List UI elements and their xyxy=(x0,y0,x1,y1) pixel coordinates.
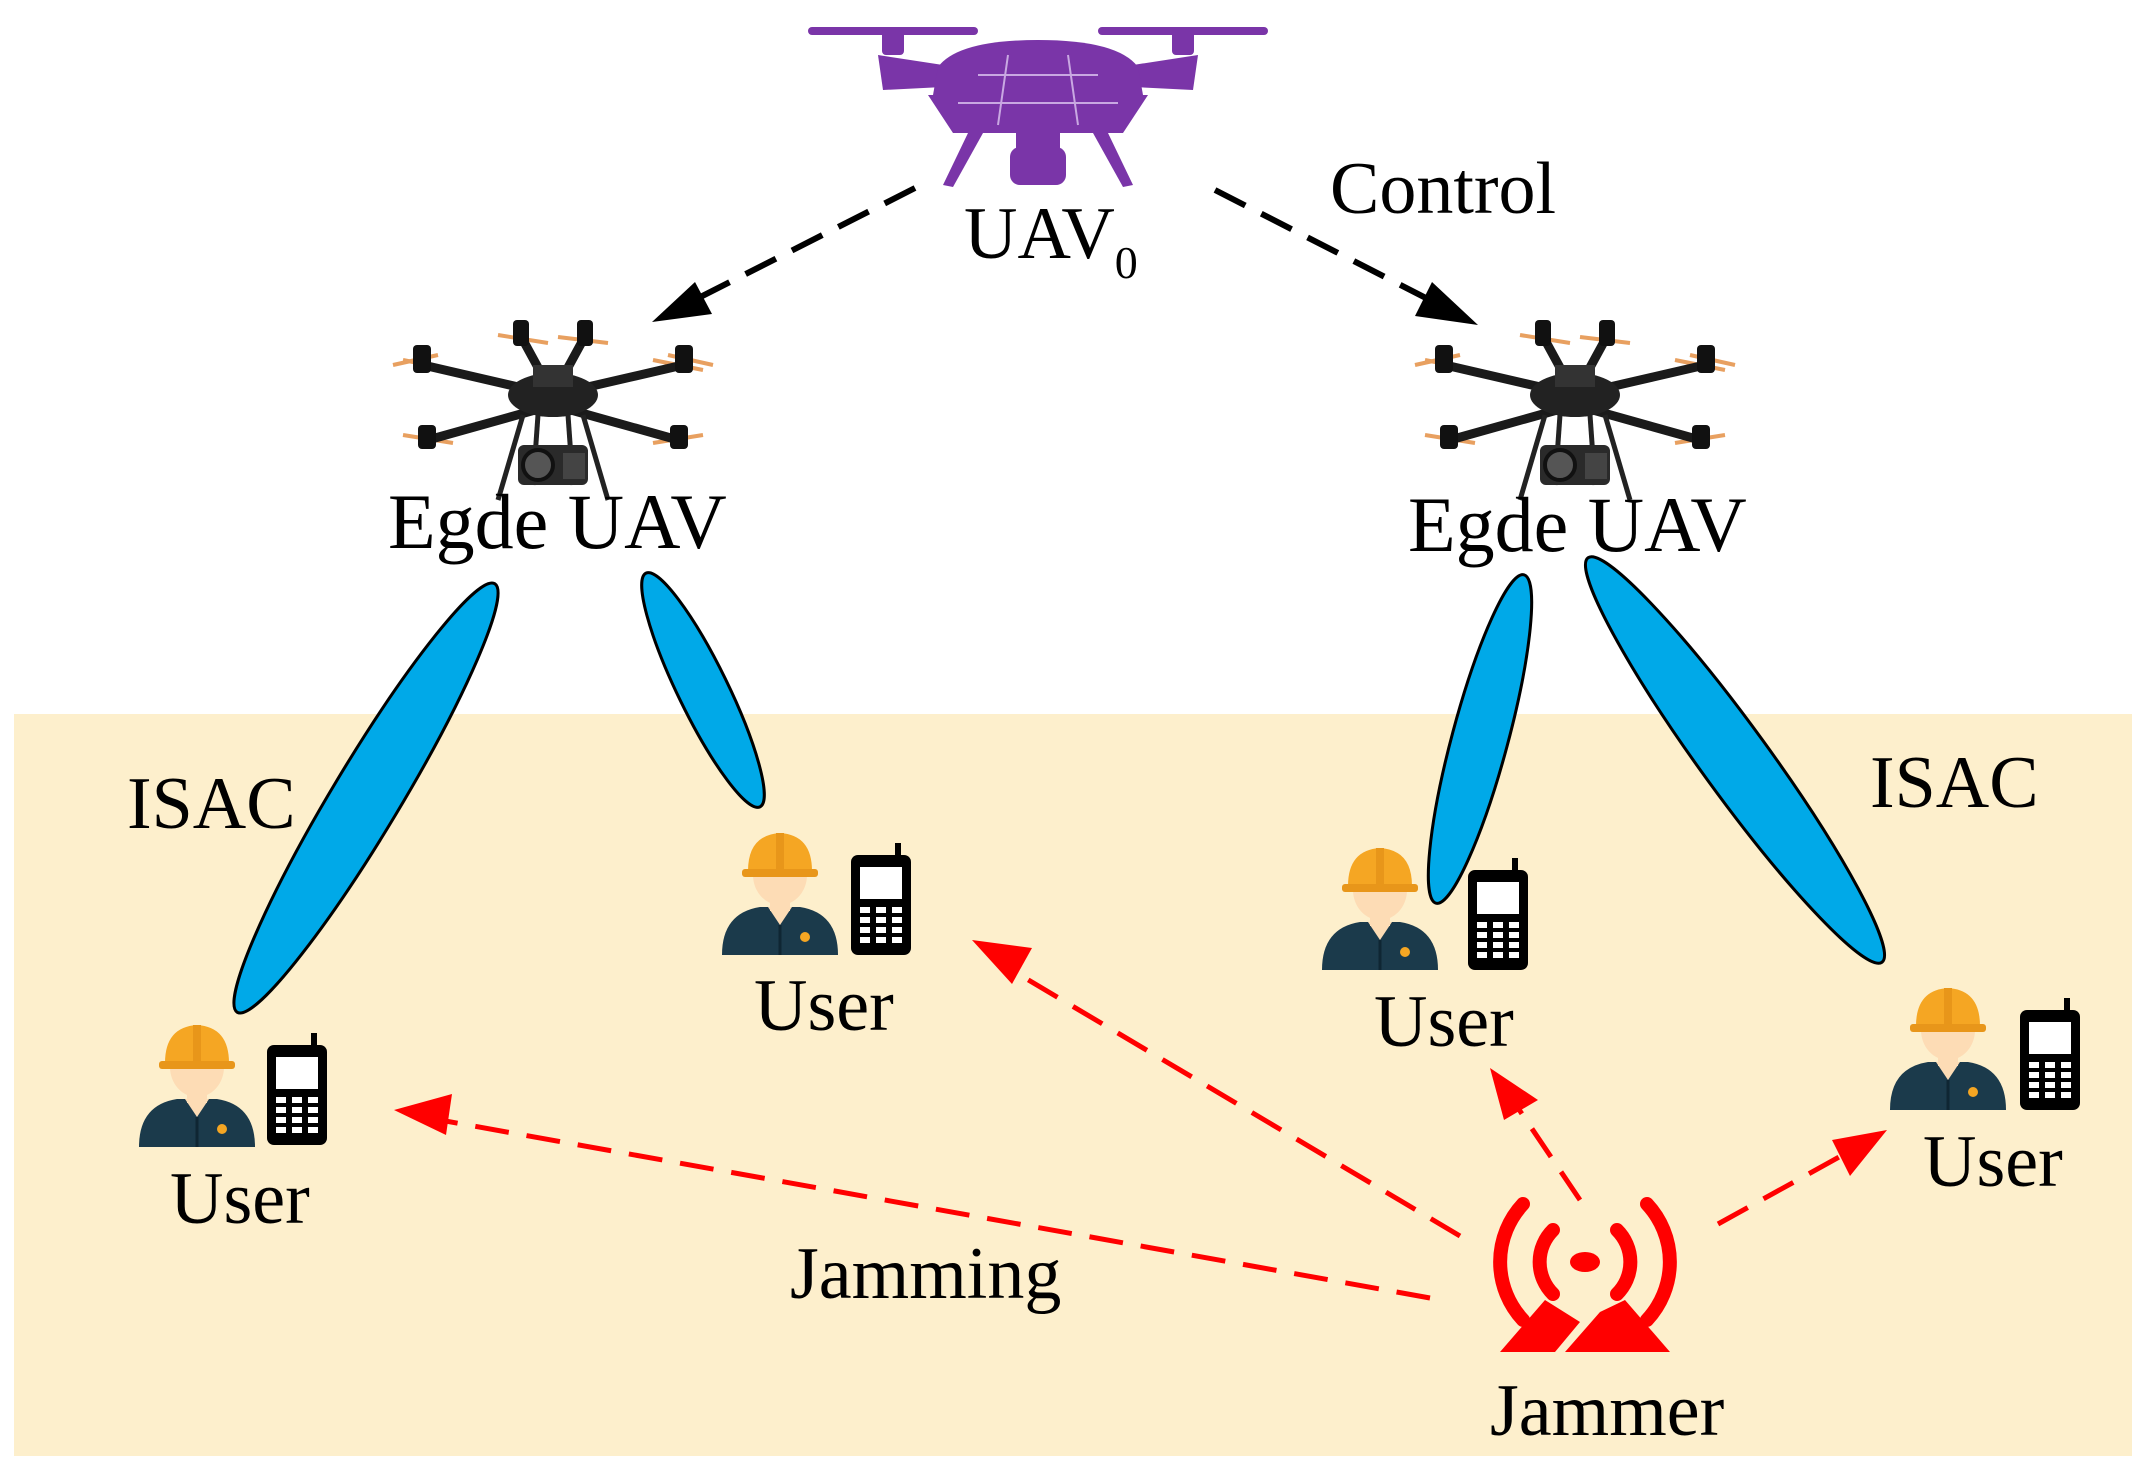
isac-beam-right-1 xyxy=(1426,573,1534,905)
isac-beam-right-2 xyxy=(1584,555,1886,965)
hexacopter-icon-left xyxy=(393,320,713,500)
jamming-arrowhead-user-1 xyxy=(394,1094,452,1135)
quadcopter-icon xyxy=(808,27,1268,187)
jammer-label: Jammer xyxy=(1490,1370,1724,1452)
jamming-arrowhead-user-2 xyxy=(972,940,1032,984)
jamming-arrows xyxy=(439,972,1852,1301)
isac-beam-left-1 xyxy=(232,581,500,1015)
jamming-arrowhead-user-3 xyxy=(1490,1068,1538,1120)
jamming-arrow-user-4 xyxy=(1716,1148,1852,1227)
control-arrowhead-right xyxy=(1415,282,1478,325)
control-arrow-right xyxy=(1213,187,1467,321)
user-label-3: User xyxy=(1374,981,1514,1063)
edge-uav-left-label: Egde UAV xyxy=(388,478,727,565)
control-arrows xyxy=(663,185,1467,321)
mobile-phone-icon xyxy=(1468,858,1528,970)
mobile-phone-icon xyxy=(851,843,911,955)
jamming-arrow-user-1 xyxy=(439,1117,1431,1301)
jamming-arrow-user-2 xyxy=(1018,972,1462,1239)
isac-right-label: ISAC xyxy=(1870,742,2039,824)
uav0-label: UAV0 xyxy=(964,193,1138,288)
mobile-phone-icon xyxy=(2020,998,2080,1110)
user-label-1: User xyxy=(170,1158,310,1240)
jamming-label: Jamming xyxy=(790,1233,1061,1315)
control-arrowhead-left xyxy=(652,282,712,322)
isac-beam-left-2 xyxy=(640,571,766,809)
control-label: Control xyxy=(1330,148,1556,230)
hexacopter-icon-right xyxy=(1415,320,1735,500)
isac-left-label: ISAC xyxy=(127,763,296,845)
user-label-2: User xyxy=(754,965,894,1047)
edge-uav-right-label: Egde UAV xyxy=(1408,481,1747,568)
control-arrow-left xyxy=(663,185,917,318)
jamming-arrowhead-user-4 xyxy=(1832,1130,1887,1176)
user-label-4: User xyxy=(1923,1121,2063,1203)
mobile-phone-icon xyxy=(267,1033,327,1145)
radio-tower-icon xyxy=(1493,1197,1677,1352)
isac-beams xyxy=(232,555,1886,1015)
jamming-arrow-user-3 xyxy=(1515,1106,1583,1202)
